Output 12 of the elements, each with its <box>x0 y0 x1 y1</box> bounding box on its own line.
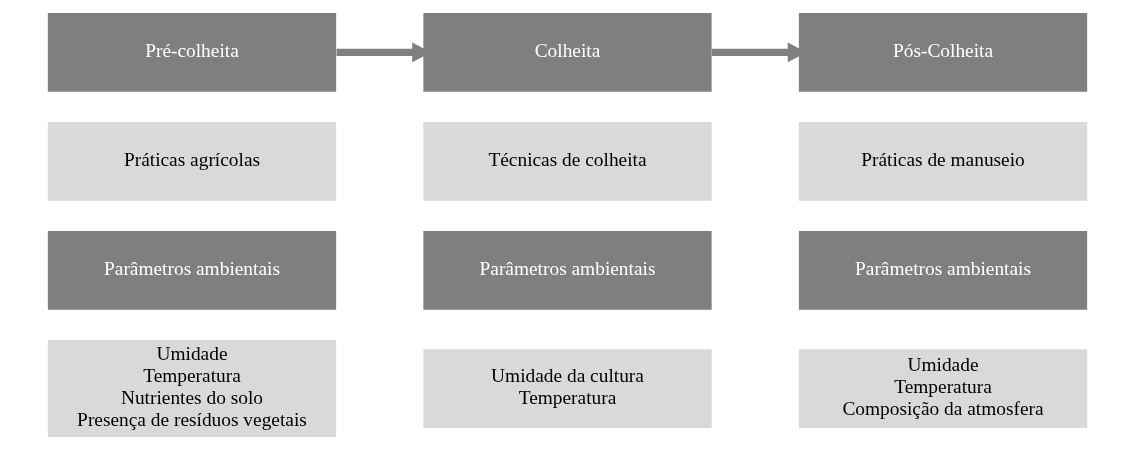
node-box: Técnicas de colheita <box>422 122 712 201</box>
node-box: Parâmetros ambientais <box>422 231 712 310</box>
node-box: Umidade Temperatura Composição da atmosfera <box>798 349 1087 428</box>
node-box: Umidade Temperatura Nutrientes do solo Presença de resíduos vegetais <box>47 340 336 437</box>
node-box: Pré-colheita <box>47 13 336 92</box>
node-box: Parâmetros ambientais <box>798 231 1087 310</box>
node-box: Práticas agrícolas <box>47 122 336 201</box>
node-box: Colheita <box>422 13 712 92</box>
node-box: Parâmetros ambientais <box>47 231 336 310</box>
node-box: Pós-Colheita <box>798 13 1087 92</box>
node-box: Umidade da cultura Temperatura <box>422 349 712 428</box>
node-box: Práticas de manuseio <box>798 122 1087 201</box>
